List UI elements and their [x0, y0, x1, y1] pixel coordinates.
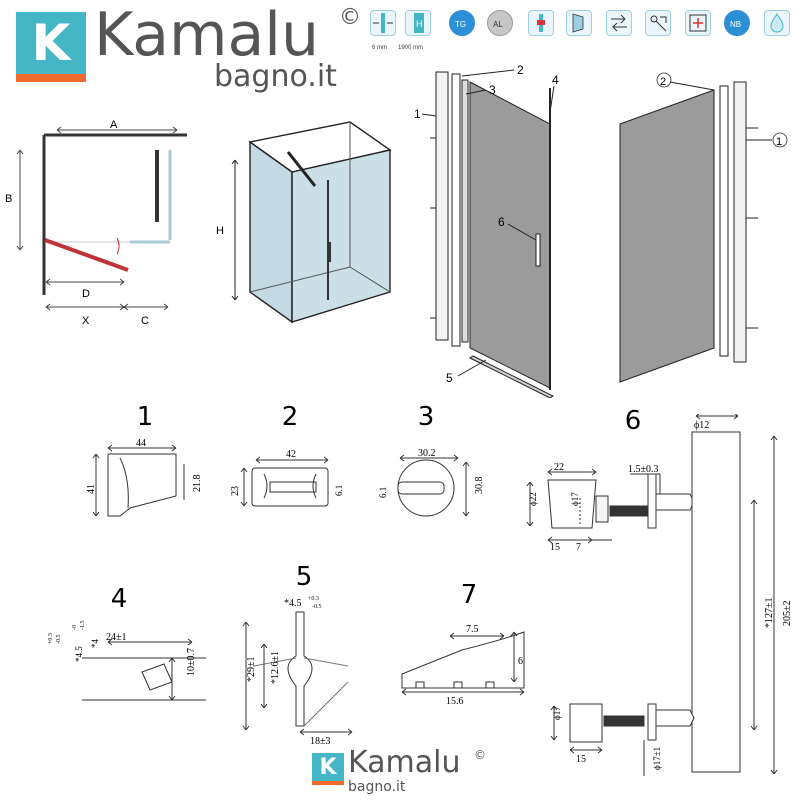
footer-brand-name: Kamalu [348, 745, 461, 780]
rear-callout-1: 1 [776, 136, 782, 148]
easy-clean-icon [764, 10, 790, 36]
part7-height: 6 [518, 656, 523, 667]
part6-stem-dia: ϕ17 [570, 492, 580, 506]
part4-tol-b: *4.5 [74, 646, 84, 662]
part5-top-sub: -0.5 [312, 604, 322, 610]
part4-height: 10±0.7 [186, 648, 197, 676]
svg-text:NB: NB [730, 20, 741, 29]
part3-height: 30.8 [474, 477, 485, 495]
box-label-h: H [216, 225, 224, 237]
part1-width: 44 [136, 438, 146, 449]
part-number-2: 2 [281, 402, 299, 432]
callout-4: 4 [552, 73, 559, 87]
part5-top: *4.5 [284, 598, 302, 609]
part6-foot-dia: ϕ17 [552, 706, 562, 720]
part5-height: *29±1 [246, 657, 257, 683]
door-open-indicator [44, 238, 129, 272]
brand-logo-k: K [16, 12, 86, 74]
callout-5: 5 [446, 371, 453, 385]
part6-depth-a: 15 [550, 542, 560, 553]
part5-base: 18±3 [310, 736, 331, 747]
callout-6: 6 [498, 215, 505, 229]
part6-screw: 1.5±0.3 [628, 464, 659, 475]
plan-label-a: A [110, 119, 118, 131]
part1-inner: 21.8 [192, 475, 203, 493]
part-number-3: 3 [417, 402, 435, 432]
part3-inner: 6.1 [378, 487, 388, 498]
part4-tol-a-sub: -1.5 [80, 621, 86, 631]
rear-callout-2: 2 [660, 76, 666, 88]
part2-inner: 6.1 [334, 485, 344, 496]
box-view-diagram: H [216, 121, 392, 324]
plan-label-x: X [82, 315, 90, 327]
part1-profile: 44 41 21.8 [86, 438, 203, 517]
hinge-icon [528, 10, 554, 36]
plan-label-c: C [141, 315, 149, 327]
part6-bar-dia: ϕ12 [694, 420, 709, 431]
part-number-6: 6 [624, 406, 642, 436]
footer-logo-bar [312, 781, 344, 785]
part4-tol-a: *4 [90, 639, 100, 649]
part1-height: 41 [86, 484, 97, 494]
part3-width: 30.2 [418, 448, 436, 459]
brand-logo-bar [16, 74, 86, 82]
part4-tol-b-sub: -0.5 [56, 635, 62, 645]
brand-name: Kamalu [94, 0, 319, 70]
part6-depth-b: 7 [576, 542, 581, 553]
part-number-4: 4 [110, 584, 128, 614]
callout-2: 2 [517, 63, 524, 77]
part7-top: 7.5 [466, 624, 479, 635]
part2-profile: 42 23 6.1 [230, 449, 344, 507]
part2-height: 23 [230, 486, 241, 496]
part4-width: 24±1 [106, 632, 127, 643]
thickness-icon [370, 10, 396, 36]
part2-width: 42 [286, 449, 296, 460]
plan-label-b: B [5, 193, 12, 205]
part6-handle: 22 ϕ22 ϕ17 15 7 1.5±0.3 ϕ12 *127±1 205±2… [526, 414, 793, 776]
height-caption: 1900 mm [398, 45, 424, 51]
part3-profile: 30.2 30.8 6.1 [378, 448, 485, 517]
part6-foot-depth: 15 [576, 754, 586, 765]
part6-total-len: 205±2 [782, 601, 793, 627]
reversible-icon [606, 10, 632, 36]
nano-coating-icon: NB [724, 10, 750, 36]
part-number-1: 1 [136, 402, 154, 432]
svg-text:AL: AL [493, 20, 503, 29]
svg-text:TG: TG [455, 20, 466, 29]
footer-brand-sub: bagno.it [348, 779, 406, 795]
rear-view-diagram: 2 1 [619, 72, 788, 383]
footer-logo-k: K [312, 753, 344, 781]
part6-cap-width: 22 [554, 462, 564, 473]
part-number-7: 7 [460, 580, 478, 610]
part4-tol-a-sup: -0 [72, 625, 78, 630]
part7-profile: 7.5 6 15.6 [401, 624, 525, 704]
part6-foot-dia-b: ϕ17±1 [652, 747, 662, 770]
aluminium-icon: AL [487, 10, 513, 36]
part-number-5: 5 [295, 562, 313, 592]
plan-view-diagram: A B D X C [5, 119, 187, 327]
part4-tol-b-sup: +0.3 [48, 633, 54, 644]
footer-copyright: © [474, 748, 486, 762]
height-icon: H [405, 10, 431, 36]
thickness-caption: 6 mm [372, 45, 387, 51]
part6-cap-dia: ϕ22 [528, 492, 538, 506]
part5-inner: *12.6±1 [270, 651, 281, 684]
magnetic-seal-icon [685, 10, 711, 36]
part6-inner-len: *127±1 [764, 598, 775, 629]
adjustable-icon [645, 10, 671, 36]
part5-profile: *4.5 +0.3 -0.5 *29±1 *12.6±1 18±3 [242, 596, 353, 747]
part5-top-sup: +0.3 [308, 596, 319, 602]
callout-3: 3 [489, 83, 496, 97]
plan-label-d: D [82, 288, 90, 300]
brand-copyright: © [339, 5, 361, 30]
callout-1: 1 [414, 107, 421, 121]
svg-text:H: H [416, 19, 423, 29]
exploded-front-diagram: 1 2 3 4 6 5 [414, 63, 559, 398]
door-swing-icon [566, 10, 592, 36]
brand-sub: bagno.it [214, 59, 337, 94]
part4-profile: 24±1 10±0.7 *4.5 *4 +0.3 -0.5 -0 -1.5 [48, 621, 206, 701]
part7-base: 15.6 [446, 696, 464, 704]
tempered-glass-icon: TG [449, 10, 475, 36]
